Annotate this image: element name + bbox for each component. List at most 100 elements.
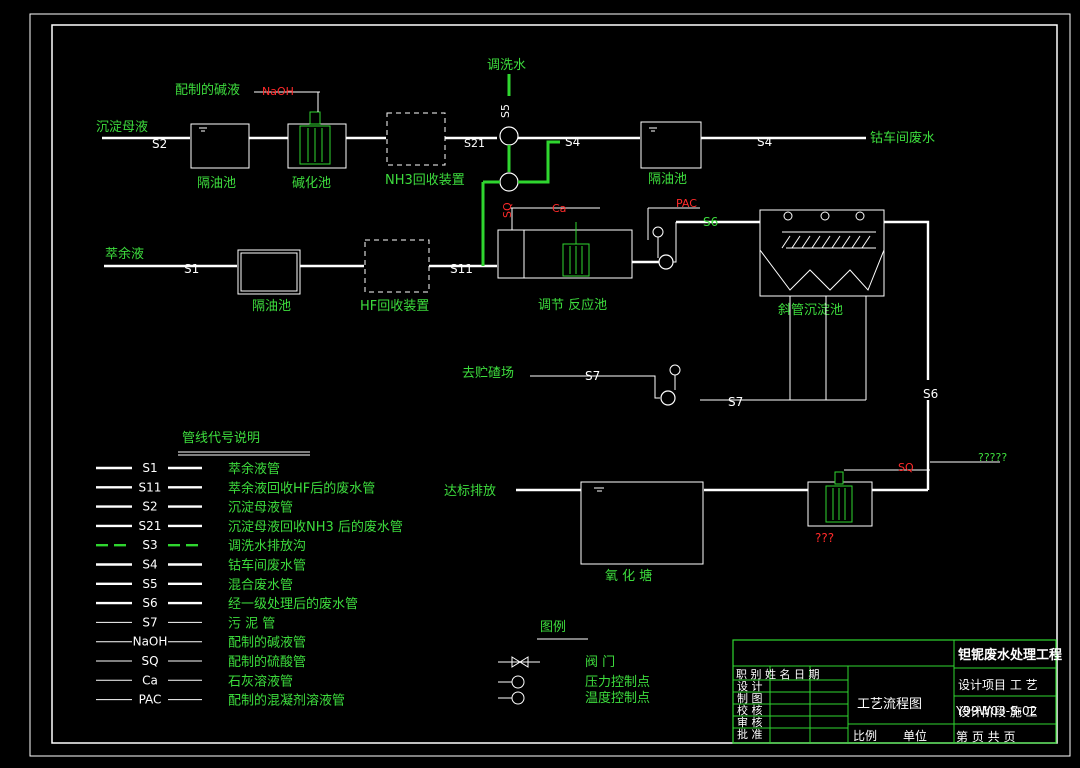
nh3-recovery-label: NH3回收装置 xyxy=(385,173,465,188)
legend-code: S11 xyxy=(139,480,162,494)
drawing-number: Y99W03-S-02 xyxy=(955,704,1037,718)
sheet-count: 第 页 共 页 xyxy=(956,730,1015,744)
legend-row: S21 沉淀母液回收NH3 后的废水管 xyxy=(96,519,403,535)
title-block-row-label: 审 核 xyxy=(737,715,763,729)
regulating-tank-label: 调节 反应池 xyxy=(538,297,607,313)
alkali-prepared-label: 配制的碱液 xyxy=(175,82,240,98)
question-label-1: ??? xyxy=(815,531,834,545)
s7-label-b: S7 xyxy=(585,369,600,383)
symbols-title: 图例 xyxy=(540,620,566,635)
cobalt-wastewater-label: 钴车间废水 xyxy=(870,130,935,146)
question-label-2: ????? xyxy=(978,451,1007,464)
project-name: 钽铌废水处理工程 xyxy=(958,647,1062,663)
legend-row: SQ 配制的硫酸管 xyxy=(96,654,306,670)
sq-label-vertical: SQ xyxy=(501,202,514,218)
legend-row: S1 萃余液管 xyxy=(96,461,280,477)
legend-row: S11 萃余液回收HF后的废水管 xyxy=(96,480,375,496)
legend-desc: 污 泥 管 xyxy=(228,616,275,631)
s5-label: S5 xyxy=(499,104,512,118)
s2-label: S2 xyxy=(152,137,167,151)
pressure-gauge-icon xyxy=(652,226,664,238)
legend-row: S7 污 泥 管 xyxy=(96,615,275,631)
sq-label: SQ xyxy=(898,461,914,474)
legend-row: S3 调洗水排放沟 xyxy=(96,538,306,554)
legend-row: S6 经一级处理后的废水管 xyxy=(96,596,358,612)
legend-code: S1 xyxy=(142,461,157,475)
scale-label: 比例 xyxy=(853,729,877,743)
title-block-rows: 设 计制 图校 核审 核批 准 xyxy=(737,680,763,741)
inclined-tube-settler xyxy=(759,209,885,297)
oil-separator-3 xyxy=(640,121,702,169)
junction-icon xyxy=(499,126,519,146)
legend-desc: 配制的碱液管 xyxy=(228,635,306,651)
s7-label-a: S7 xyxy=(728,395,743,409)
discharge-label: 达标排放 xyxy=(444,484,496,499)
title-block-row-label: 批 准 xyxy=(737,727,763,741)
water-level-icon xyxy=(199,127,207,132)
oil-separator-2-label: 隔油池 xyxy=(252,299,291,314)
legend-desc: 沉淀母液管 xyxy=(228,501,293,516)
legend-code: SQ xyxy=(141,654,158,668)
legend-row: NaOH 配制的碱液管 xyxy=(96,635,306,651)
legend-code: S6 xyxy=(142,596,157,610)
hf-recovery-label: HF回收装置 xyxy=(360,299,429,314)
junction-icon-2 xyxy=(499,172,519,192)
pump-icon xyxy=(658,254,674,270)
legend-desc: 萃余液管 xyxy=(228,461,280,477)
oxidation-pond xyxy=(580,481,704,565)
raffinate-label: 萃余液 xyxy=(105,246,144,262)
legend-code: S5 xyxy=(142,577,157,591)
sludge-pump-icon xyxy=(660,390,676,406)
design-item: 设计项目 工 艺 xyxy=(958,678,1038,692)
drawing-title: 工艺流程图 xyxy=(857,697,922,712)
outer-frame xyxy=(29,13,1071,757)
oxidation-pond-label: 氧 化 塘 xyxy=(605,568,652,584)
legend-code: S3 xyxy=(142,538,157,552)
legend-code: S4 xyxy=(142,558,157,572)
legend-title: 管线代号说明 xyxy=(182,431,260,446)
oil-separator-3-label: 隔油池 xyxy=(648,172,687,187)
title-block-row-label: 校 核 xyxy=(737,703,763,717)
ca-label: Ca xyxy=(552,202,566,215)
title-block-row-label: 设 计 xyxy=(737,680,763,693)
oil-separator-1-label: 隔油池 xyxy=(197,176,236,191)
s4-label-b: S4 xyxy=(757,135,772,149)
slag-yard-label: 去贮碴场 xyxy=(462,366,514,381)
s6-label: S6 xyxy=(703,215,718,229)
legend-code: S21 xyxy=(139,519,162,533)
temperature-point-icon xyxy=(511,691,525,705)
inner-frame xyxy=(51,24,1058,744)
mother-liquor-label: 沉淀母液 xyxy=(96,120,148,135)
pressure-point-icon xyxy=(511,675,525,689)
nh3-recovery-unit xyxy=(386,112,446,166)
legend-desc: 萃余液回收HF后的废水管 xyxy=(228,480,375,496)
legend-code: NaOH xyxy=(133,635,168,649)
title-block-headers: 职 别 姓 名 日 期 xyxy=(736,667,819,681)
s6-label-b: S6 xyxy=(923,387,938,401)
legend-desc: 混合废水管 xyxy=(228,577,293,593)
legend-desc: 调洗水排放沟 xyxy=(228,539,306,554)
legend-desc: 沉淀母液回收NH3 后的废水管 xyxy=(228,519,403,535)
oil-separator-1 xyxy=(190,123,250,169)
s21-label: S21 xyxy=(464,137,485,150)
s4-label-a: S4 xyxy=(565,135,580,149)
legend-desc: 经一级处理后的废水管 xyxy=(228,596,358,612)
legend-code: Ca xyxy=(142,673,158,687)
legend-code: PAC xyxy=(139,693,162,707)
settler-label: 斜管沉淀池 xyxy=(778,303,843,318)
legend-desc: 配制的硫酸管 xyxy=(228,654,306,670)
symbol-pressure-label: 压力控制点 xyxy=(585,675,650,690)
symbol-temperature-label: 温度控制点 xyxy=(585,690,650,706)
s1-label: S1 xyxy=(184,262,199,276)
title-block-row-label: 制 图 xyxy=(737,692,763,705)
symbol-valve-label: 阀 门 xyxy=(585,655,615,670)
title-block xyxy=(732,639,1057,744)
rinse-water-label: 调洗水 xyxy=(487,58,526,73)
pac-label: PAC xyxy=(676,197,697,210)
valve-icon xyxy=(511,656,529,668)
legend-code: S7 xyxy=(142,615,157,629)
legend-row: S5 混合废水管 xyxy=(96,577,293,593)
